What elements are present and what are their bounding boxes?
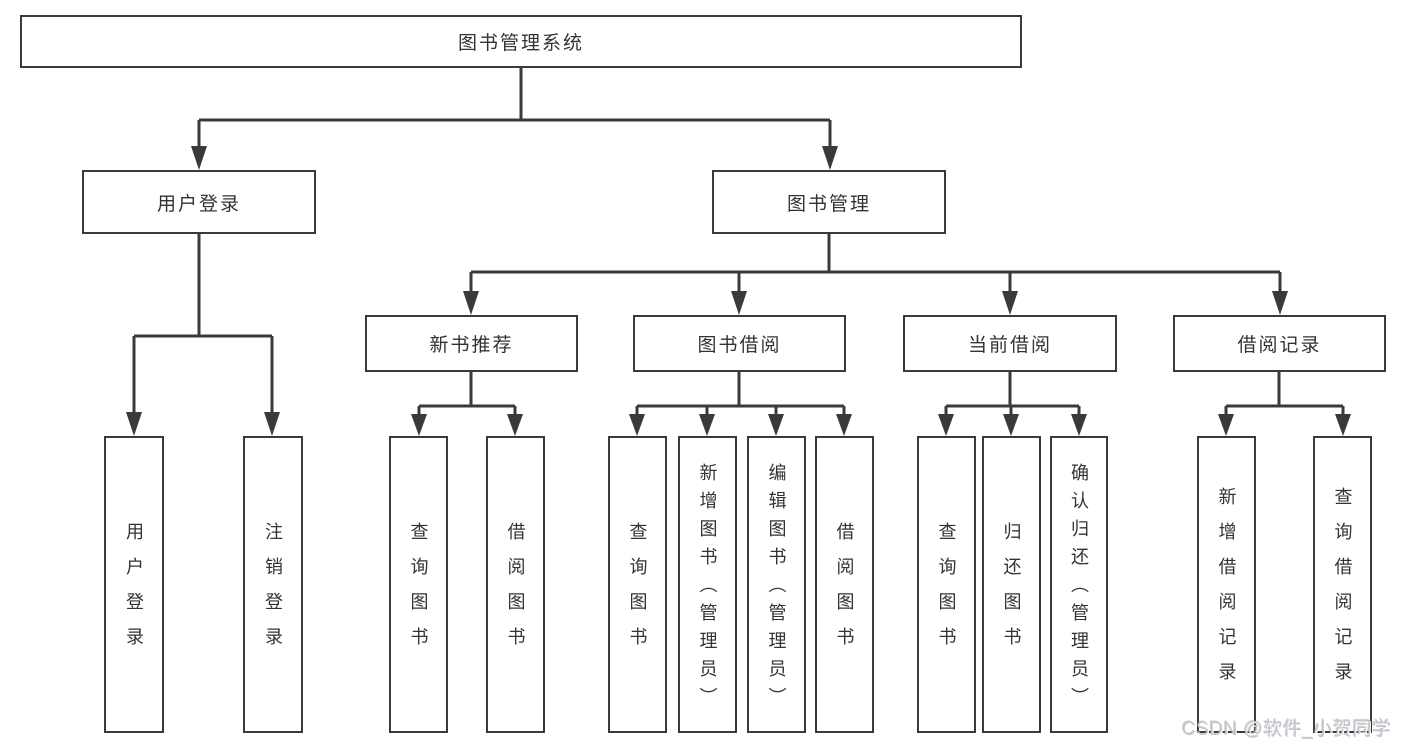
node-label: 查询借阅记录 [1332, 486, 1353, 697]
leaf-current-return-books: 归还图书 [982, 436, 1041, 733]
leaf-borrowing-borrow-books: 借阅图书 [815, 436, 874, 733]
node-label: 用户登录 [156, 193, 241, 215]
arrowheads [126, 146, 1351, 436]
leaf-borrowing-edit-books-admin: 编辑图书（管理员） [747, 436, 806, 733]
node-label: 当前借阅 [967, 335, 1052, 356]
connector-paths [132, 68, 1345, 418]
node-book-borrowing: 图书借阅 [633, 315, 846, 372]
node-label: 借阅图书 [505, 521, 526, 662]
node-new-book-recommendation: 新书推荐 [365, 315, 578, 372]
node-label: 用户登录 [124, 521, 144, 662]
node-label: 图书管理系统 [457, 33, 584, 54]
node-user-login: 用户登录 [82, 170, 316, 234]
node-label: 确认归还（管理员） [1069, 462, 1089, 715]
leaf-current-query-books: 查询图书 [917, 436, 976, 733]
node-label: 借阅图书 [834, 521, 855, 662]
leaf-borrowing-add-books-admin: 新增图书（管理员） [678, 436, 737, 733]
node-label: 新增借阅记录 [1216, 486, 1237, 697]
leaf-borrowing-query-books: 查询图书 [608, 436, 667, 733]
node-label: 查询图书 [408, 521, 429, 662]
node-label: 新增图书（管理员） [697, 462, 718, 715]
node-label: 查询图书 [936, 521, 957, 662]
node-label: 图书借阅 [697, 335, 782, 356]
leaf-records-add-borrow-record: 新增借阅记录 [1197, 436, 1256, 733]
node-label: 归还图书 [1001, 521, 1022, 662]
node-label: 图书管理 [786, 193, 871, 215]
node-current-borrowing: 当前借阅 [903, 315, 1117, 372]
csdn-watermark: CSDN @软件_小贺同学 [1182, 719, 1392, 740]
node-label: 查询图书 [627, 521, 648, 662]
leaf-newbook-borrow-books: 借阅图书 [486, 436, 545, 733]
node-label: 编辑图书（管理员） [766, 462, 787, 715]
leaf-logout: 注销登录 [243, 436, 303, 733]
node-book-management: 图书管理 [712, 170, 946, 234]
node-label: 借阅记录 [1237, 335, 1322, 356]
leaf-current-confirm-return-admin: 确认归还（管理员） [1050, 436, 1108, 733]
leaf-newbook-query-books: 查询图书 [389, 436, 448, 733]
node-book-management-system: 图书管理系统 [20, 15, 1022, 68]
node-label: 注销登录 [263, 521, 283, 662]
node-borrowing-records: 借阅记录 [1173, 315, 1386, 372]
node-label: 新书推荐 [429, 335, 514, 356]
leaf-user-login: 用户登录 [104, 436, 164, 733]
leaf-records-query-borrow-record: 查询借阅记录 [1313, 436, 1372, 733]
